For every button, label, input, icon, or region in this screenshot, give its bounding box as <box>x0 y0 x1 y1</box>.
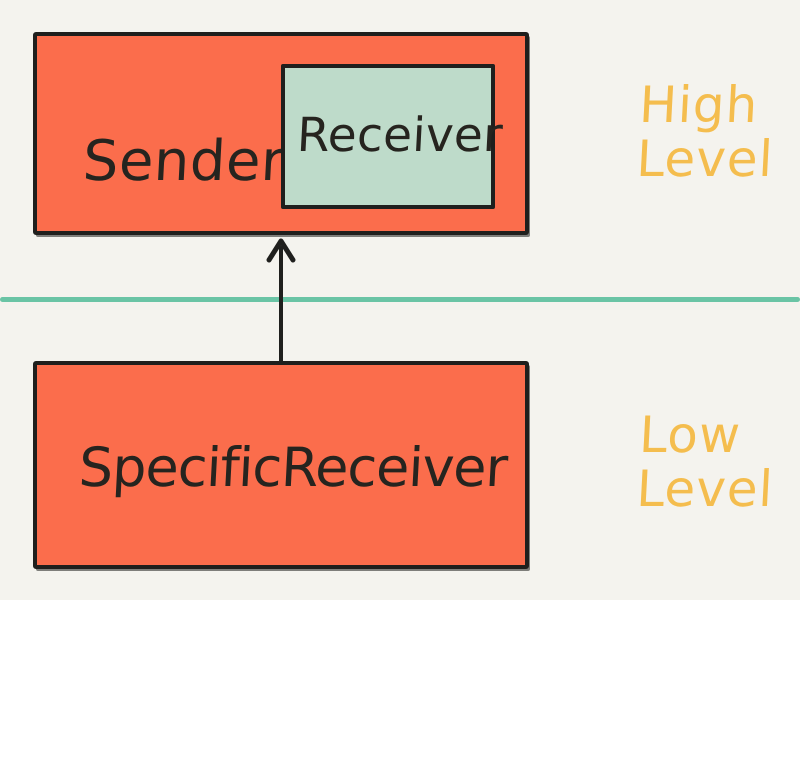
high-level-caption: High Level <box>635 76 776 188</box>
sender-label: Sender <box>81 129 287 194</box>
receiver-label: Receiver <box>295 108 505 163</box>
specific-receiver-box[interactable]: SpecificReceiver <box>33 361 529 569</box>
diagram-canvas: Sender Receiver High Level SpecificRecei… <box>0 0 800 600</box>
caption-band: Dependency Inversion <box>0 600 800 768</box>
receiver-interface-box[interactable]: Receiver <box>281 64 504 209</box>
layer-divider-line <box>0 297 800 302</box>
sender-box[interactable]: Sender Receiver <box>33 32 529 235</box>
low-level-caption: Low Level <box>635 406 776 518</box>
specific-receiver-label: SpecificReceiver <box>77 436 509 499</box>
